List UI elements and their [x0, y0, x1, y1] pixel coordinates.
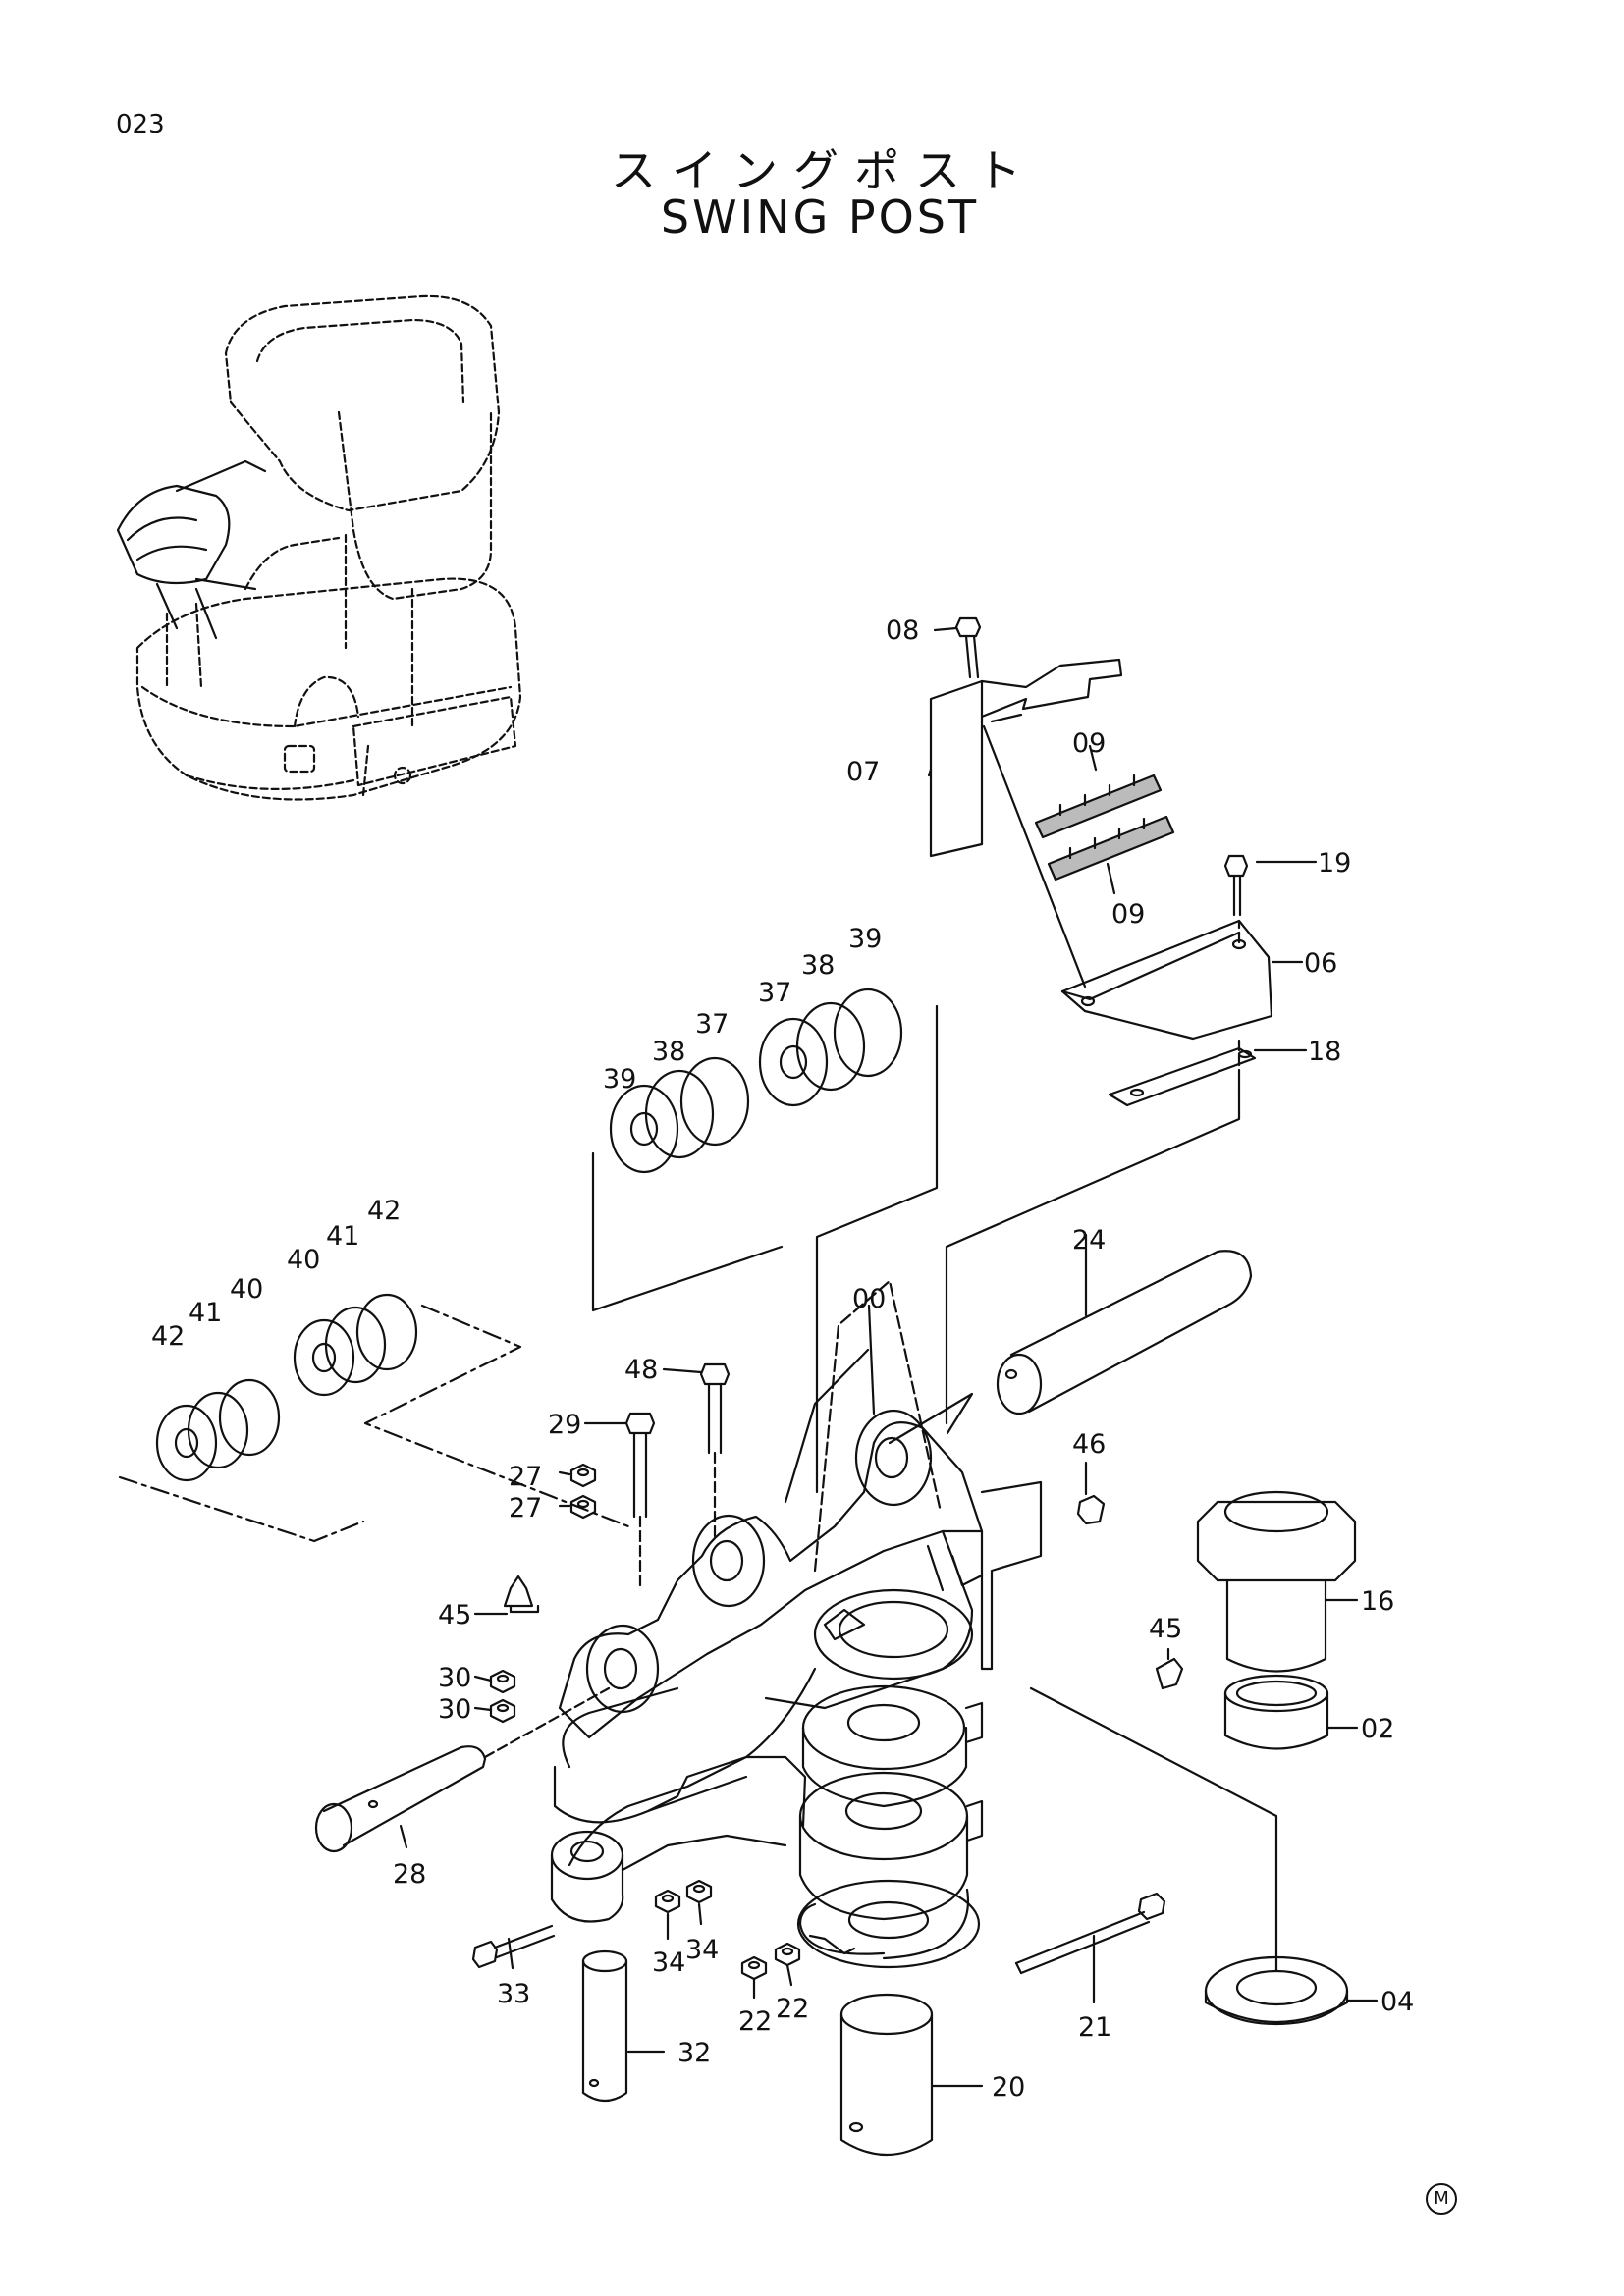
callout-45-left: 45 — [438, 1600, 471, 1630]
callout-09-lower: 09 — [1111, 899, 1145, 930]
callout-06: 06 — [1304, 948, 1337, 979]
part-09-rubber-lower — [1047, 815, 1175, 881]
callout-45-right: 45 — [1149, 1614, 1182, 1644]
title-japanese: スイングポスト — [611, 144, 1037, 197]
callout-32: 32 — [677, 2038, 711, 2068]
part-32-pin — [581, 1949, 628, 2103]
callout-21: 21 — [1078, 2012, 1111, 2043]
callout-18: 18 — [1308, 1037, 1341, 1067]
callout-16: 16 — [1361, 1586, 1394, 1617]
callout-34-b: 34 — [685, 1935, 719, 1965]
excavator-overview-sketch — [135, 294, 522, 801]
callout-29: 29 — [548, 1410, 581, 1440]
callout-08: 08 — [886, 615, 919, 646]
part-29-bolt — [624, 1412, 656, 1519]
callout-labels: 08 07 09 09 19 06 18 39 38 37 37 38 39 4… — [151, 615, 1414, 2103]
callout-28: 28 — [393, 1859, 426, 1890]
part-28-pin — [314, 1745, 487, 1853]
part-19-bolt — [1223, 854, 1249, 917]
callout-37-left: 37 — [695, 1009, 729, 1040]
washer-group-40-41-42-right — [293, 1293, 418, 1397]
callout-20: 20 — [992, 2072, 1025, 2103]
part-00-swing-post-body — [550, 1409, 1043, 1969]
part-08-bolt — [954, 616, 982, 679]
part-46-grease-fitting — [1076, 1494, 1106, 1525]
part-16-flanged-bushing — [1196, 1490, 1357, 1673]
manufacturer-mark: M — [1426, 2183, 1457, 2215]
part-24-pin — [996, 1250, 1253, 1415]
page-number: 023 — [116, 110, 165, 139]
callout-38-right: 38 — [801, 950, 835, 981]
callout-40-right: 40 — [287, 1245, 320, 1275]
callout-33: 33 — [497, 1979, 530, 2009]
part-18-strip — [1108, 1046, 1257, 1107]
callout-04: 04 — [1380, 1987, 1414, 2017]
washer-group-39-38-37-left — [609, 1056, 750, 1174]
callout-42-right: 42 — [367, 1196, 401, 1226]
part-48-bolt — [699, 1362, 731, 1455]
callout-42-left: 42 — [151, 1321, 185, 1352]
callout-27-upper: 27 — [509, 1462, 542, 1492]
part-45-grease-fitting-left — [503, 1575, 540, 1614]
part-02-bushing — [1223, 1674, 1329, 1750]
callout-02: 02 — [1361, 1714, 1394, 1744]
callout-41-right: 41 — [326, 1221, 359, 1252]
callout-38-left: 38 — [652, 1037, 685, 1067]
callout-41-left: 41 — [189, 1298, 222, 1328]
callout-09-upper: 09 — [1072, 728, 1106, 759]
callout-22-a: 22 — [738, 2006, 772, 2037]
washer-group-37-38-39-right — [758, 988, 903, 1107]
part-45-grease-fitting-right — [1155, 1657, 1184, 1690]
callout-34-a: 34 — [652, 1948, 685, 1978]
part-27-nut-lower — [569, 1494, 597, 1520]
part-22-nut-b — [774, 1942, 801, 1967]
part-30-nut-upper — [489, 1669, 516, 1694]
part-34-nut-a — [654, 1889, 681, 1914]
callout-07: 07 — [846, 757, 880, 787]
callout-30-lower: 30 — [438, 1694, 471, 1725]
callout-37-right: 37 — [758, 978, 791, 1008]
callout-22-b: 22 — [776, 1994, 809, 2024]
title-english: SWING POST — [660, 190, 980, 243]
part-07-bracket — [929, 658, 1123, 858]
part-09-rubber-upper — [1034, 774, 1163, 839]
part-30-nut-lower — [489, 1698, 516, 1724]
callout-40-left: 40 — [230, 1274, 263, 1305]
washer-group-42-41-40-left — [155, 1378, 281, 1482]
leader-08-07-06 — [982, 724, 1087, 988]
callout-00: 00 — [852, 1284, 886, 1314]
part-34-nut-b — [685, 1879, 713, 1904]
callout-19: 19 — [1318, 848, 1351, 879]
part-20-pin — [839, 1993, 934, 2156]
callout-30-upper: 30 — [438, 1663, 471, 1693]
callout-46: 46 — [1072, 1429, 1106, 1460]
part-22-nut-a — [740, 1955, 768, 1981]
callout-39-right: 39 — [848, 924, 882, 954]
part-27-nut-upper — [569, 1463, 597, 1488]
callout-24: 24 — [1072, 1225, 1106, 1255]
part-33-bolt — [471, 1924, 556, 1969]
callout-27-lower: 27 — [509, 1493, 542, 1523]
part-21-long-bolt — [1014, 1892, 1166, 1975]
callout-39-left: 39 — [603, 1064, 636, 1095]
cab-controls-sketch — [116, 459, 267, 640]
callout-48: 48 — [624, 1355, 658, 1385]
